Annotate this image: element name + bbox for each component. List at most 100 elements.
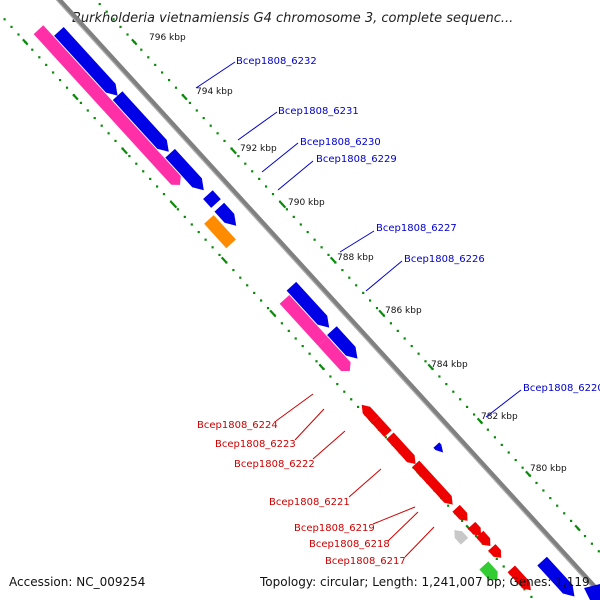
tick-mark: [170, 201, 178, 209]
tick-dot: [197, 231, 200, 234]
gene-pink-1: [33, 25, 181, 185]
tick-dot: [216, 132, 219, 135]
tick-dot: [350, 398, 353, 401]
tick-label: 780 kbp: [530, 464, 567, 474]
tick-dot: [285, 208, 288, 211]
tick-dot: [17, 33, 20, 36]
accession-text: Accession: NC_009254: [9, 575, 145, 589]
tick-label: 782 kbp: [481, 412, 518, 422]
gene-bcep1808-6230: [165, 148, 204, 191]
edge-arrow: [584, 584, 600, 600]
tick-mark: [131, 38, 138, 46]
tick-dot: [260, 299, 263, 302]
tick-dot: [3, 18, 6, 21]
tick-dot: [459, 398, 462, 401]
tick-dot: [169, 200, 173, 203]
gene-green: [479, 561, 498, 581]
tick-mark: [525, 470, 532, 478]
leader-lines: [195, 61, 522, 558]
gene-label[interactable]: Bcep1808_6221: [269, 497, 350, 508]
tick-dot: [287, 329, 290, 332]
tick-dot: [301, 345, 304, 348]
tick-mark: [318, 363, 325, 371]
gene-bcep1808-6229b: [214, 202, 237, 226]
tick-dot: [445, 383, 448, 386]
tick-dot: [500, 443, 503, 446]
gene-bcep1808-6232: [54, 27, 118, 96]
tick-dot: [176, 208, 179, 211]
tick-label: 792 kbp: [240, 144, 277, 154]
tick-dot: [140, 48, 143, 51]
gene-label[interactable]: Bcep1808_6230: [300, 137, 381, 148]
tick-label: 794 kbp: [196, 87, 233, 97]
gene-label[interactable]: Bcep1808_6222: [234, 459, 315, 470]
tick-dot: [362, 291, 365, 294]
sequence-backbone: [55, 0, 600, 597]
gene-label[interactable]: Bcep1808_6220: [523, 383, 600, 394]
gene-label[interactable]: Bcep1808_6219: [294, 523, 375, 534]
tick-dot: [52, 71, 55, 74]
gene-label[interactable]: Bcep1808_6217: [325, 556, 406, 567]
tick-dot: [473, 413, 476, 416]
tick-dot: [348, 276, 351, 279]
gene-label[interactable]: Bcep1808_6223: [215, 439, 296, 450]
tick-dot: [154, 63, 157, 66]
tick-dot: [292, 215, 295, 218]
gene-bcep1808-6219: [467, 521, 481, 536]
tick-dot: [156, 185, 159, 188]
tick-dot: [251, 170, 254, 173]
tick-dot: [493, 436, 496, 439]
gene-bcep1808-6218b: [488, 544, 502, 558]
gene-bcep1808-6231: [112, 91, 169, 152]
gene-label[interactable]: Bcep1808_6226: [404, 254, 485, 265]
tick-dot: [474, 535, 478, 538]
gene-label[interactable]: Bcep1808_6224: [197, 420, 278, 431]
tick-dot: [232, 269, 235, 272]
gene-label[interactable]: Bcep1808_6232: [236, 56, 317, 67]
tick-dot: [375, 307, 379, 310]
gene-label[interactable]: Bcep1808_6231: [278, 106, 359, 117]
tick-dot: [320, 246, 323, 249]
tick-dot: [410, 345, 413, 348]
tick-dot: [521, 466, 524, 469]
gene-label[interactable]: Bcep1808_6218: [309, 539, 390, 550]
tick-dot: [59, 79, 62, 82]
tick-dot: [447, 504, 450, 507]
tick-mark: [220, 256, 228, 264]
tick-dot: [114, 139, 117, 142]
tick-dot: [329, 375, 332, 378]
tick-dot: [211, 246, 214, 249]
tick-dot: [93, 117, 96, 120]
gene-bcep1808-6221: [452, 504, 468, 521]
tick-dot: [253, 291, 256, 294]
gene-bcep1808-6230-orange: [204, 215, 236, 249]
gene-label[interactable]: Bcep1808_6227: [376, 223, 457, 234]
tick-mark: [22, 38, 29, 46]
tick-dot: [128, 155, 131, 158]
tick-mark: [181, 93, 188, 101]
tick-mark: [574, 524, 581, 532]
tick-dot: [45, 63, 48, 66]
tick-dot: [507, 451, 510, 454]
tick-dot: [382, 314, 386, 317]
gene-bcep1808-6226: [327, 326, 358, 359]
tick-dot: [563, 512, 566, 515]
tick-mark: [279, 201, 287, 209]
tick-dot: [341, 269, 344, 272]
tick-dot: [183, 215, 186, 218]
tick-dot: [403, 337, 406, 340]
tick-mark: [329, 256, 337, 264]
tick-dot: [218, 253, 221, 256]
tick-dot: [384, 436, 387, 439]
tick-dot: [583, 535, 587, 538]
tick-dot: [514, 459, 517, 462]
tick-mark: [269, 309, 276, 317]
tick-mark: [121, 147, 128, 155]
tick-dot: [308, 352, 311, 355]
gene-bcep1808-6229: [203, 190, 221, 208]
tick-mark: [72, 93, 79, 101]
gene-label[interactable]: Bcep1808_6229: [316, 154, 397, 165]
tick-dot: [223, 139, 226, 142]
tick-dot: [549, 497, 552, 500]
